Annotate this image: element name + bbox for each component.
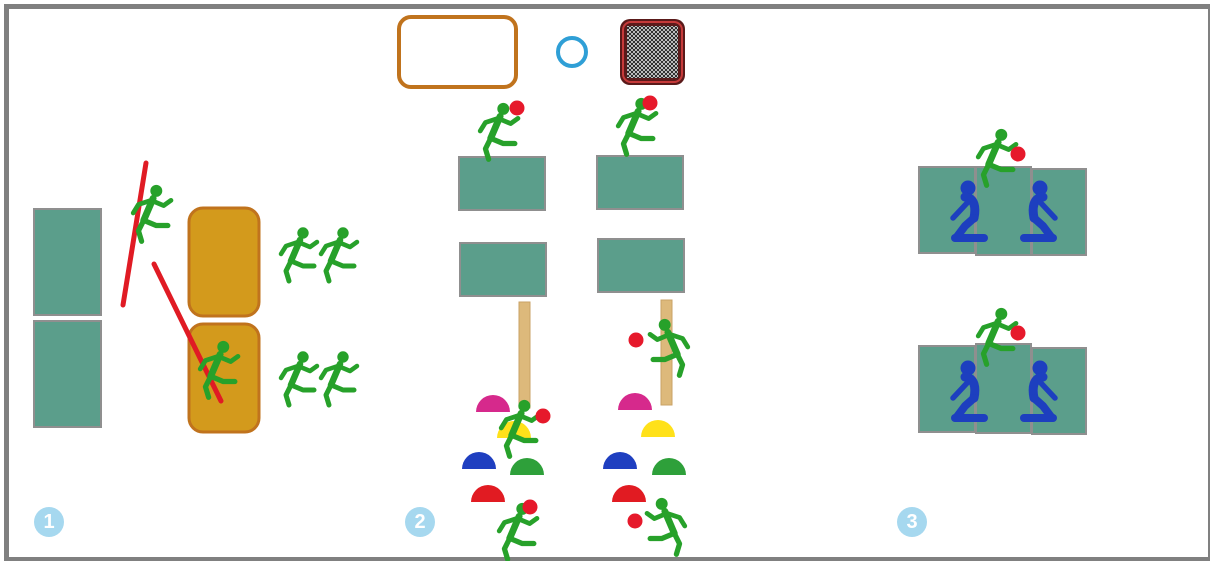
balance-dome	[612, 485, 646, 502]
ball-icon	[522, 499, 538, 515]
balance-dome	[471, 485, 505, 502]
mat	[597, 238, 685, 293]
station-number-badge: 1	[34, 507, 64, 537]
ball-icon	[1010, 146, 1026, 162]
balance-beam	[660, 299, 673, 406]
ball-icon	[535, 408, 551, 424]
orange-box	[187, 206, 261, 318]
running-person-icon	[321, 228, 357, 281]
balance-dome	[462, 452, 496, 469]
balance-dome	[652, 458, 686, 475]
balance-dome	[641, 420, 675, 437]
balance-dome	[618, 393, 652, 410]
pole	[120, 160, 149, 308]
hoop-icon	[556, 36, 588, 68]
outer-frame	[4, 4, 1210, 561]
balance-beam	[518, 301, 531, 409]
station-3	[918, 129, 1087, 435]
station-2	[397, 15, 688, 559]
station-number-badge: 2	[405, 507, 435, 537]
mat	[33, 208, 102, 316]
running-person-icon	[281, 228, 317, 281]
ball-icon	[627, 513, 643, 529]
ball-icon	[1010, 325, 1026, 341]
ball-icon	[628, 332, 644, 348]
running-person-icon	[321, 352, 357, 405]
mat	[596, 155, 684, 210]
running-person-icon	[647, 498, 685, 554]
rectangle-frame-icon	[397, 15, 518, 89]
station-number-badge: 3	[897, 507, 927, 537]
running-person-icon	[281, 352, 317, 405]
orange-box	[187, 322, 261, 434]
mat	[458, 156, 546, 211]
balance-dome	[476, 395, 510, 412]
balance-dome	[603, 452, 637, 469]
ball-icon	[642, 95, 658, 111]
trampoline-icon	[620, 19, 685, 85]
balance-dome	[510, 458, 544, 475]
mat	[459, 242, 547, 297]
station-1	[33, 160, 357, 434]
mat	[33, 320, 102, 428]
ball-icon	[509, 100, 525, 116]
